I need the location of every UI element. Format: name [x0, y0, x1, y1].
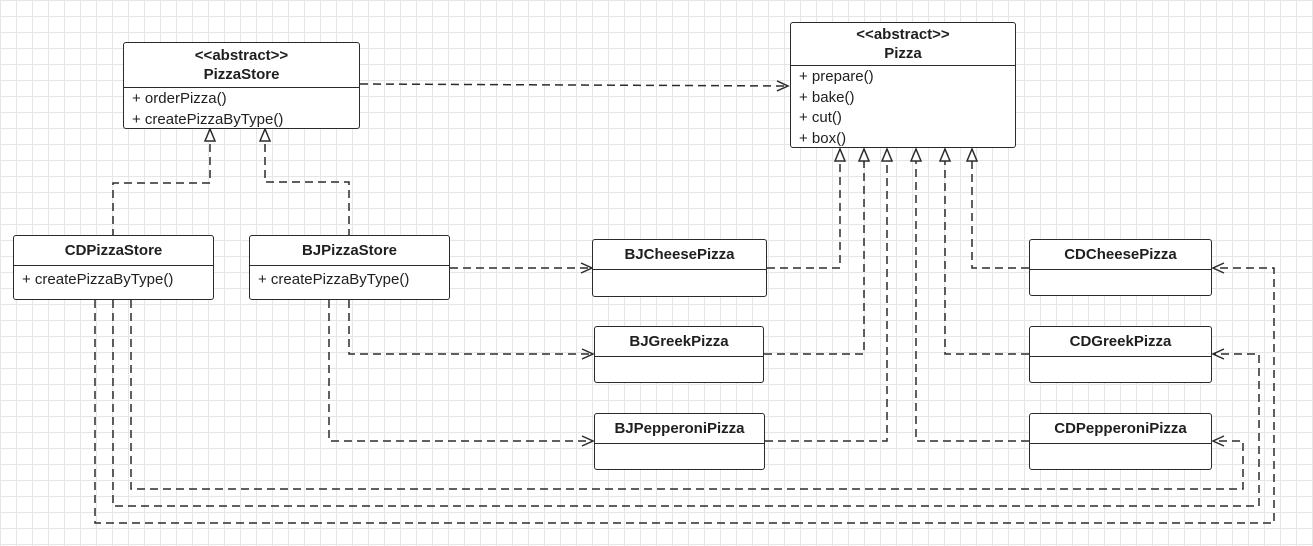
operations-compartment: + createPizzaByType() [250, 266, 449, 291]
operation: + createPizzaByType() [132, 110, 284, 128]
class-name: PizzaStore [203, 66, 280, 83]
operation: + bake() [799, 88, 855, 106]
cdpizzastore-class[interactable]: CDPizzaStore + createPizzaByType() [13, 235, 214, 300]
dependency-bjpizzastore-to-bjpepperonipizza [328, 300, 595, 447]
class-header: CDGreekPizza [1030, 327, 1211, 357]
bjpepperonipizza-class[interactable]: BJPepperoniPizza [594, 413, 765, 470]
realization-bjpepperonipizza-to-pizza [765, 149, 887, 442]
class-header: BJCheesePizza [593, 240, 766, 270]
realization-cdgreekpizza-to-pizza [945, 149, 1029, 355]
cdpepperonipizza-class[interactable]: CDPepperoniPizza [1029, 413, 1212, 470]
dependency-cdpizzastore-to-cdpepperonipizza [130, 300, 1244, 490]
class-name: CDGreekPizza [1069, 333, 1172, 350]
class-header: <<abstract>> PizzaStore [124, 43, 359, 88]
bjcheesepizza-class[interactable]: BJCheesePizza [592, 239, 767, 297]
realization-cdpizzastore-to-pizzastore [112, 129, 210, 237]
class-name: CDPepperoniPizza [1054, 420, 1187, 437]
dependency-pizzastore-to-pizza [359, 80, 790, 92]
pizza-class[interactable]: <<abstract>> Pizza + prepare() + bake() … [790, 22, 1016, 148]
class-name: BJGreekPizza [629, 333, 729, 350]
class-name: CDCheesePizza [1064, 246, 1177, 263]
class-header: BJGreekPizza [595, 327, 763, 357]
realization-bjpizzastore-to-pizzastore [265, 129, 350, 237]
realization-bjcheesepizza-to-pizza [767, 149, 840, 269]
operations-compartment: + createPizzaByType() [14, 266, 213, 291]
operation: + orderPizza() [132, 90, 227, 107]
operations-compartment: + prepare() + bake() + cut() + box() [791, 66, 1015, 149]
cdgreekpizza-class[interactable]: CDGreekPizza [1029, 326, 1212, 383]
cdcheesepizza-class[interactable]: CDCheesePizza [1029, 239, 1212, 296]
operation: + createPizzaByType() [22, 271, 174, 288]
class-name: Pizza [884, 45, 922, 62]
class-name: BJCheesePizza [624, 246, 735, 263]
dependency-bjpizzastore-to-bjgreekpizza [348, 300, 595, 360]
bjgreekpizza-class[interactable]: BJGreekPizza [594, 326, 764, 383]
stereotype-label: <<abstract>> [194, 47, 289, 64]
dependency-cdpizzastore-to-cdcheesepizza [94, 262, 1275, 524]
operation: + createPizzaByType() [258, 271, 410, 288]
class-name: BJPepperoniPizza [614, 420, 745, 437]
operation: + prepare() [799, 68, 874, 85]
class-header: CDPizzaStore [14, 236, 213, 266]
class-header: BJPepperoniPizza [595, 414, 764, 444]
operation: + cut() [799, 109, 842, 126]
bjpizzastore-class[interactable]: BJPizzaStore + createPizzaByType() [249, 235, 450, 300]
class-name: CDPizzaStore [64, 242, 163, 259]
class-header: CDPepperoniPizza [1030, 414, 1211, 444]
class-name: BJPizzaStore [301, 242, 398, 259]
stereotype-label: <<abstract>> [856, 26, 950, 43]
class-header: CDCheesePizza [1030, 240, 1211, 270]
pizzastore-class[interactable]: <<abstract>> PizzaStore + orderPizza() +… [123, 42, 360, 129]
realization-cdcheesepizza-to-pizza [972, 149, 1029, 269]
dependency-cdpizzastore-to-cdgreekpizza [112, 300, 1260, 507]
operations-compartment: + orderPizza() + createPizzaByType() [124, 88, 359, 130]
class-header: BJPizzaStore [250, 236, 449, 266]
class-header: <<abstract>> Pizza [791, 23, 1015, 66]
operation: + box() [799, 129, 847, 147]
realization-bjgreekpizza-to-pizza [764, 149, 864, 355]
